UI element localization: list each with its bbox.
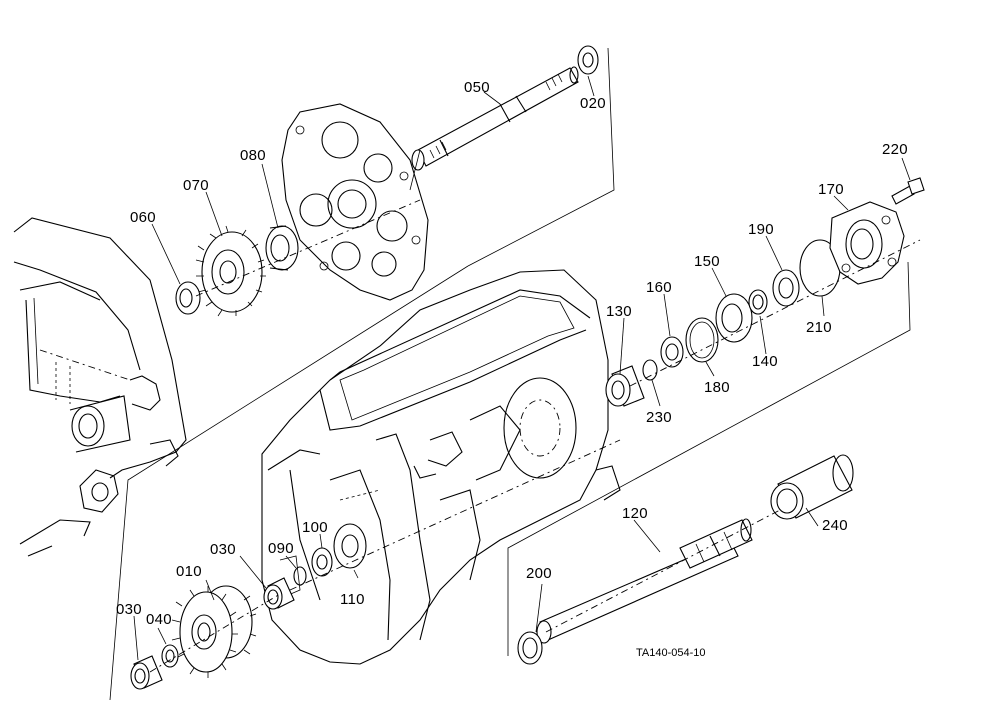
snap-ring-180 <box>685 317 719 363</box>
gear-070 <box>195 225 266 317</box>
bearing-110 <box>333 523 367 569</box>
collar-100 <box>311 547 333 577</box>
bearing-housing-170 <box>829 201 905 285</box>
bearing-080 <box>265 225 299 271</box>
leader-lines <box>133 75 911 661</box>
label-180: 180 <box>704 379 730 396</box>
label-030-upper: 030 <box>210 541 236 558</box>
shaft-120 <box>536 518 753 644</box>
label-240: 240 <box>822 517 848 534</box>
collar-130 <box>605 365 645 407</box>
bearing-190 <box>772 269 800 307</box>
label-200: 200 <box>526 565 552 582</box>
label-170: 170 <box>818 181 844 198</box>
collar-040 <box>161 644 179 668</box>
label-210: 210 <box>806 319 832 336</box>
label-100: 100 <box>302 519 328 536</box>
left-housing <box>13 217 187 557</box>
needle-bearing-030-lower <box>130 655 163 690</box>
washer-020 <box>577 45 599 75</box>
shaft-050 <box>411 66 579 171</box>
gearbox-housing <box>261 269 621 665</box>
snap-ring-090 <box>293 566 307 586</box>
label-140: 140 <box>752 353 778 370</box>
label-160: 160 <box>646 279 672 296</box>
drawing-code: TA140-054-10 <box>636 647 706 659</box>
bearing-150 <box>715 293 753 343</box>
seal-200 <box>517 631 543 665</box>
label-020: 020 <box>580 95 606 112</box>
bearing-160 <box>660 336 684 368</box>
label-050: 050 <box>464 79 490 96</box>
bolt-220 <box>891 177 925 205</box>
label-090: 090 <box>268 540 294 557</box>
label-110: 110 <box>340 591 365 608</box>
label-060: 060 <box>130 209 156 226</box>
gear-010 <box>171 585 257 678</box>
label-040: 040 <box>146 611 172 628</box>
sleeve-240 <box>770 454 854 520</box>
label-080: 080 <box>240 147 266 164</box>
bearing-060 <box>175 281 201 315</box>
cover-plate <box>281 103 429 301</box>
label-120: 120 <box>622 505 648 522</box>
label-190: 190 <box>748 221 774 238</box>
label-130: 130 <box>606 303 632 320</box>
label-220: 220 <box>882 141 908 158</box>
snap-ring-230 <box>642 359 658 381</box>
label-150: 150 <box>694 253 720 270</box>
collar-140 <box>748 289 768 315</box>
label-070: 070 <box>183 177 209 194</box>
part-labels: 050 020 080 070 060 130 160 150 190 170 … <box>116 79 908 659</box>
assembly-guide-lines <box>109 47 921 701</box>
needle-bearing-030-upper <box>263 577 295 610</box>
label-230: 230 <box>646 409 672 426</box>
label-010: 010 <box>176 563 202 580</box>
label-030-lower: 030 <box>116 601 142 618</box>
